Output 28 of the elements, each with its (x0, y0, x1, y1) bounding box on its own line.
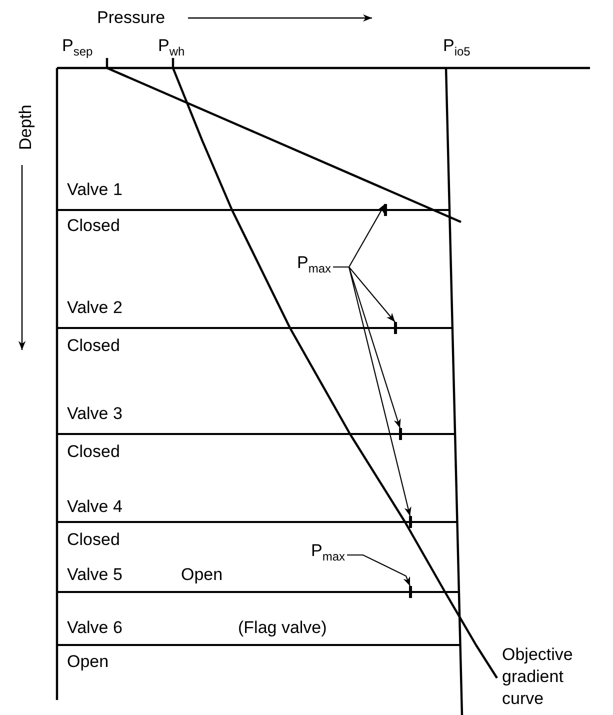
valve-label: Valve 2 (67, 298, 122, 318)
tick-mark (394, 322, 396, 334)
leader-arrow (333, 266, 412, 516)
axis-label: Pressure (97, 8, 166, 28)
pressure-label: P$_{io5}$ (443, 36, 470, 56)
tick-mark (408, 586, 412, 598)
leader-arrow (347, 554, 411, 586)
pressure-label: P$_{wh}$ (158, 36, 185, 56)
tick-mark (408, 516, 412, 528)
axis-label: Depth (16, 104, 36, 150)
valve-label: Valve 1 (67, 180, 122, 200)
valve-status: Open (67, 652, 109, 672)
callout-label: P$_{max}$ (311, 541, 346, 561)
pressure-label: P$_{sep}$ (62, 36, 93, 56)
valve-label: Valve 3 (67, 404, 122, 424)
valve-status: Closed (67, 530, 120, 550)
callout-label: P$_{max}$ (297, 253, 332, 273)
valve-status: Closed (67, 216, 120, 236)
valve-status: Closed (67, 442, 120, 462)
valve-label: Valve 5 (67, 565, 122, 585)
curve-label: Objective gradient curve (502, 644, 574, 710)
tick-mark (398, 428, 402, 440)
valve-label: Valve 4 (67, 497, 122, 517)
tick-mark (384, 204, 386, 216)
valve-label: Valve 6 (67, 618, 122, 638)
valve-status: Closed (67, 336, 120, 356)
valve-status: Open (181, 565, 223, 585)
note-text: (Flag valve) (238, 618, 327, 638)
